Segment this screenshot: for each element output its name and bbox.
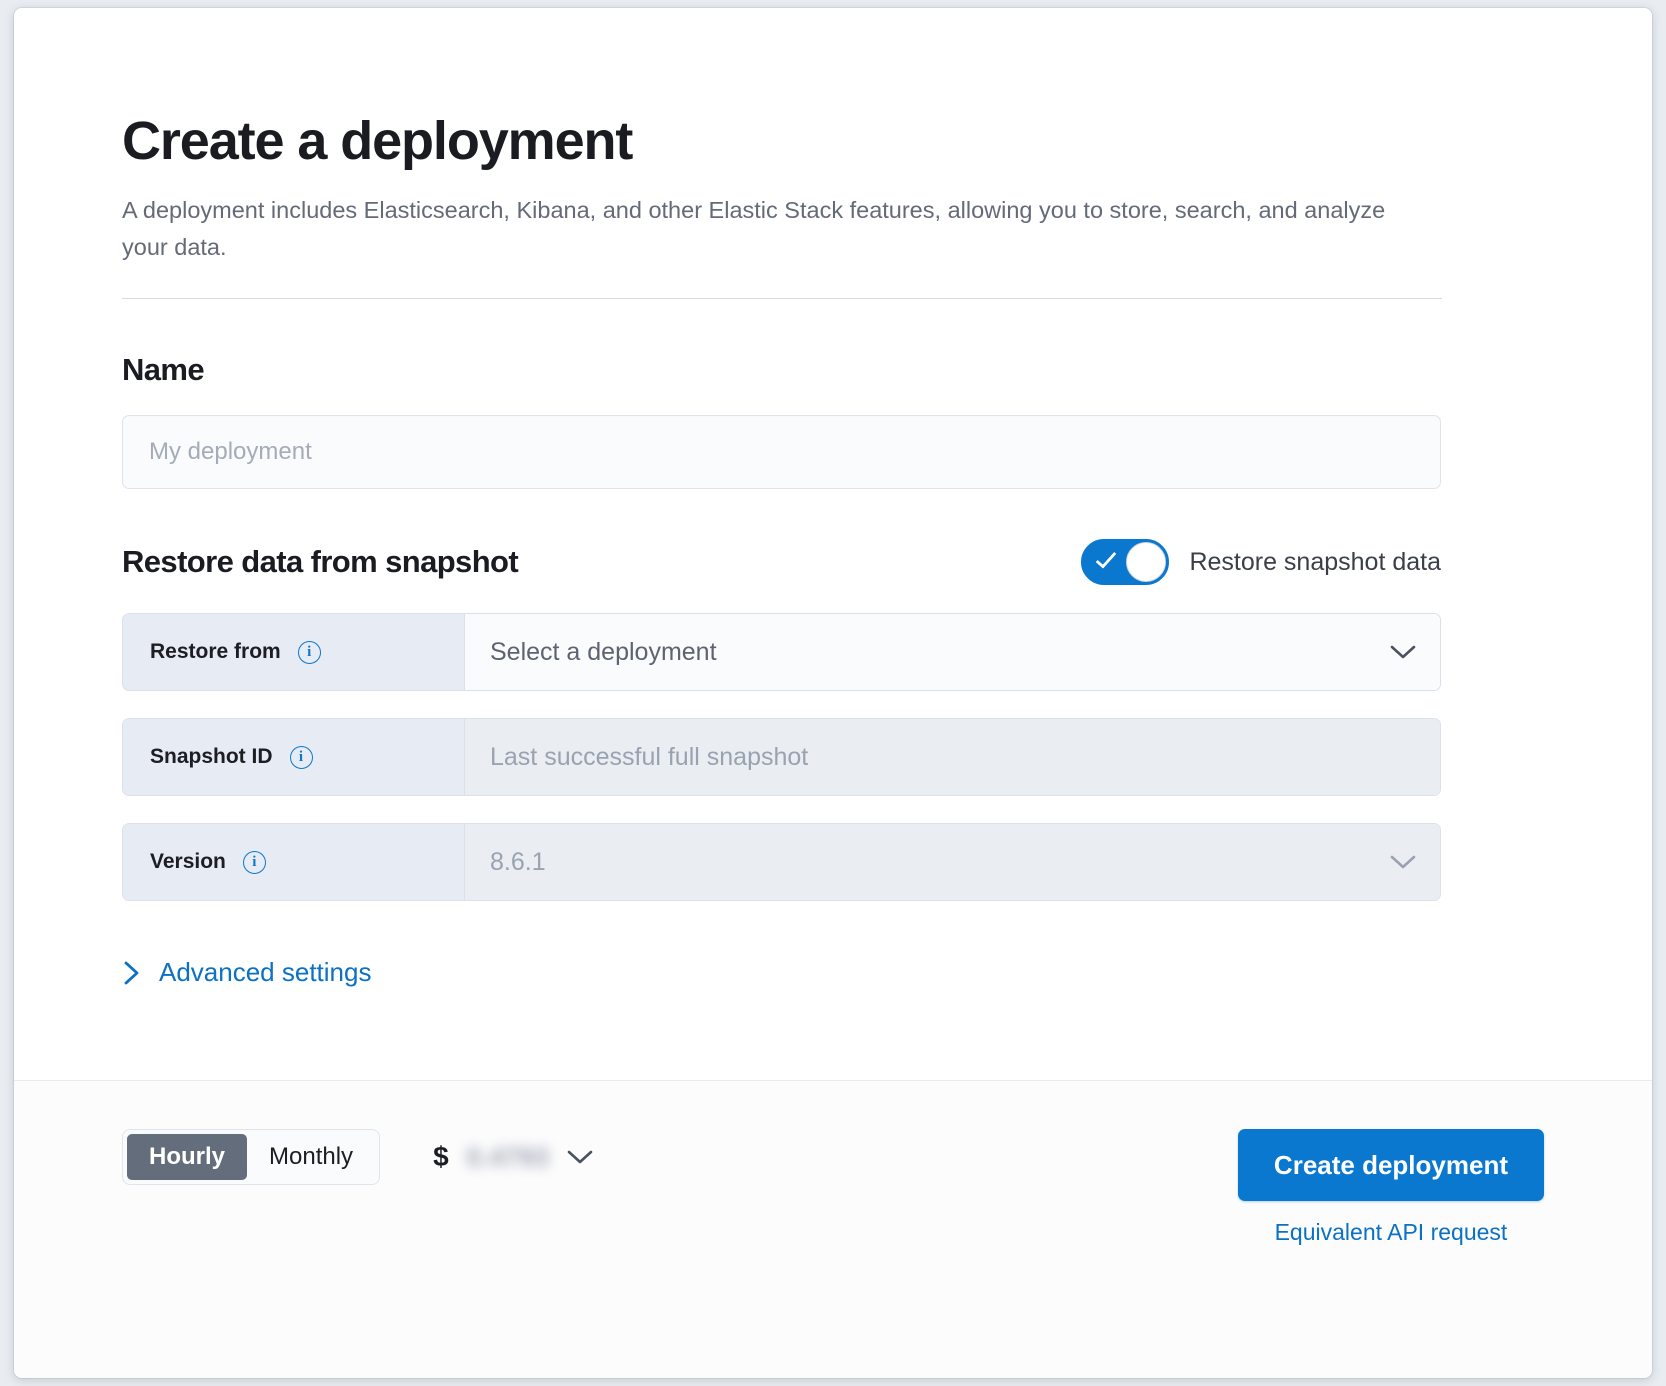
row-restore-from-prepend: Restore from i xyxy=(123,614,465,691)
billing-period-segmented-control[interactable]: Hourly Monthly xyxy=(122,1129,381,1185)
restore-toggle-group: Restore snapshot data xyxy=(1081,539,1441,586)
billing-period-hourly[interactable]: Hourly xyxy=(127,1134,248,1180)
row-version-prepend: Version i xyxy=(123,824,465,901)
row-version-field: 8.6.1 xyxy=(465,824,1440,901)
billing-period-monthly[interactable]: Monthly xyxy=(269,1143,354,1170)
chevron-down-icon[interactable] xyxy=(1390,645,1416,659)
info-icon[interactable]: i xyxy=(297,640,321,664)
panel-body: Create a deployment A deployment include… xyxy=(14,8,1652,1080)
billing-group: Hourly Monthly $ 0.4793 xyxy=(122,1129,593,1185)
footer-inner: Hourly Monthly $ 0.4793 Create deploymen… xyxy=(122,1129,1544,1246)
restore-form-rows: Restore from i Select a deployment xyxy=(122,613,1442,902)
row-restore-from-value: Select a deployment xyxy=(490,637,717,666)
page-subtitle: A deployment includes Elasticsearch, Kib… xyxy=(122,197,1386,261)
restore-snapshot-toggle-label: Restore snapshot data xyxy=(1189,547,1441,576)
deployment-name-input[interactable]: My deployment xyxy=(122,415,1441,490)
info-icon[interactable]: i xyxy=(242,850,266,874)
content-column: Create a deployment A deployment include… xyxy=(122,112,1442,988)
restore-section-title: Restore data from snapshot xyxy=(122,544,519,580)
chevron-down-icon xyxy=(1390,855,1416,869)
footer-actions: Create deployment Equivalent API request xyxy=(1237,1129,1544,1246)
row-snapshot-id-field: Last successful full snapshot xyxy=(465,719,1440,796)
create-deployment-panel: Create a deployment A deployment include… xyxy=(14,8,1652,1378)
name-section: Name My deployment xyxy=(122,352,1442,490)
price-display[interactable]: $ 0.4793 xyxy=(433,1141,593,1173)
price-value: 0.4793 xyxy=(466,1141,550,1172)
check-icon xyxy=(1096,547,1117,570)
advanced-settings-toggle[interactable]: Advanced settings xyxy=(122,957,371,988)
price-currency-symbol: $ xyxy=(433,1141,449,1172)
row-version: Version i 8.6.1 xyxy=(122,823,1441,902)
row-snapshot-id: Snapshot ID i Last successful full snaps… xyxy=(122,718,1441,797)
row-restore-from-label: Restore from xyxy=(150,640,281,664)
row-snapshot-id-prepend: Snapshot ID i xyxy=(123,719,465,796)
row-version-value: 8.6.1 xyxy=(490,847,546,876)
advanced-settings-label: Advanced settings xyxy=(159,957,372,988)
create-deployment-button[interactable]: Create deployment xyxy=(1237,1129,1544,1201)
restore-snapshot-toggle[interactable] xyxy=(1081,539,1170,586)
header-divider xyxy=(122,298,1442,300)
chevron-right-icon xyxy=(122,960,142,986)
panel-footer: Hourly Monthly $ 0.4793 Create deploymen… xyxy=(14,1080,1652,1378)
restore-section-header: Restore data from snapshot Restore snaps… xyxy=(122,539,1441,586)
equivalent-api-request-link[interactable]: Equivalent API request xyxy=(1274,1219,1508,1245)
row-restore-from-field[interactable]: Select a deployment xyxy=(465,614,1440,691)
page-title: Create a deployment xyxy=(122,111,633,171)
chevron-down-icon[interactable] xyxy=(567,1150,593,1164)
row-version-label: Version xyxy=(150,850,226,874)
row-snapshot-id-value: Last successful full snapshot xyxy=(490,742,809,771)
info-icon[interactable]: i xyxy=(289,745,313,769)
row-restore-from[interactable]: Restore from i Select a deployment xyxy=(122,613,1441,692)
name-section-title: Name xyxy=(122,352,205,388)
toggle-knob xyxy=(1126,542,1167,583)
row-snapshot-id-label: Snapshot ID xyxy=(150,745,273,769)
